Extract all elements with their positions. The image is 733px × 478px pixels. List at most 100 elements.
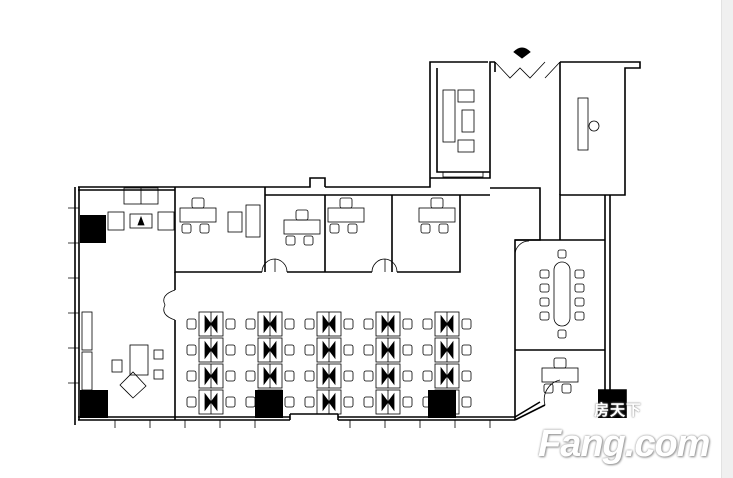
workstation-pod [304,363,354,389]
chair [574,283,585,293]
chair [557,329,567,339]
chair [402,396,413,408]
workstation-pod [304,311,354,337]
chair [461,370,472,382]
workstation-pod [363,337,413,363]
workstation-pod [245,337,295,363]
vertical-scrollbar[interactable] [721,0,733,478]
chair [343,344,354,356]
workstation-pod [186,311,236,337]
office-desk [418,197,456,234]
chair [304,318,315,330]
chair [402,318,413,330]
chair [461,318,472,330]
entrance-lamp-icon [513,47,531,59]
furniture [81,89,600,399]
chair [245,370,256,382]
chair [539,297,550,307]
chair [186,318,197,330]
chair [539,269,550,279]
chair [574,269,585,279]
open-workstations [186,311,472,415]
chair [285,235,296,246]
chair [347,223,358,234]
chair [557,249,567,259]
chair [225,396,236,408]
workstation-pod [363,363,413,389]
chair [402,344,413,356]
workstation-pod [186,363,236,389]
chair [574,311,585,321]
chair [363,344,374,356]
workstation-pod [422,389,472,415]
chair [420,223,431,234]
chair [343,396,354,408]
workstation-pod [245,389,295,415]
chair [422,318,433,330]
doors [163,61,561,406]
workstation-pod [186,337,236,363]
chair [303,235,314,246]
chair [574,297,585,307]
chair [186,344,197,356]
chair [245,396,256,408]
chair [186,396,197,408]
chair [181,223,192,234]
chair [225,318,236,330]
workstation-pod [186,389,236,415]
chair [245,318,256,330]
workstation-pod [422,363,472,389]
chair [186,370,197,382]
chair [245,344,256,356]
chair [422,370,433,382]
window-ticks [68,207,491,428]
chair [363,318,374,330]
chair [402,370,413,382]
chair [543,383,554,394]
workstation-pod [363,311,413,337]
chair [304,370,315,382]
office-desk [541,357,579,394]
chair [461,344,472,356]
workstation-pod [304,337,354,363]
chair [539,283,550,293]
chair [329,223,340,234]
chair [304,396,315,408]
chair [422,344,433,356]
chair [225,370,236,382]
chair [422,396,433,408]
workstation-pod [422,311,472,337]
workstation-pod [304,389,354,415]
conference-chairs [539,249,585,339]
workstation-pod [245,363,295,389]
chair [363,396,374,408]
chair [304,344,315,356]
chair [553,357,567,369]
workstation-pod [363,389,413,415]
chair [343,318,354,330]
chair [284,370,295,382]
chair [343,370,354,382]
chair [561,383,572,394]
chair [363,370,374,382]
chair [225,344,236,356]
office-desk [327,197,365,234]
chair [461,396,472,408]
chair [284,318,295,330]
walls [74,61,641,425]
chair [339,197,353,209]
office-desks [179,197,579,394]
chair [438,223,449,234]
workstation-pod [245,311,295,337]
chair [295,209,309,221]
chair [191,197,205,209]
chair [430,197,444,209]
chair [284,396,295,408]
chair [539,311,550,321]
office-desk [179,197,217,234]
chair [284,344,295,356]
chair [199,223,210,234]
columns [80,215,626,418]
workstation-pod [422,337,472,363]
